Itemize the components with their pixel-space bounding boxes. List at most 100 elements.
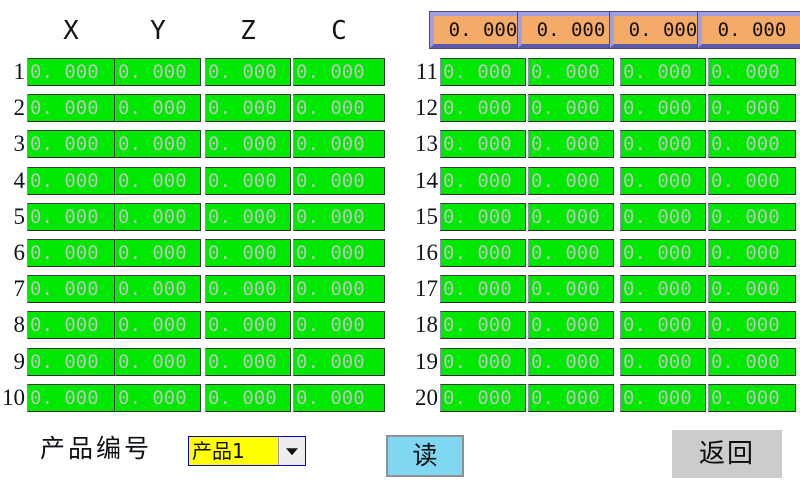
right-cell[interactable]: 0. 000 — [620, 94, 706, 122]
left-cell[interactable]: 0. 000 — [115, 239, 201, 267]
right-cell[interactable]: 0. 000 — [708, 130, 796, 158]
left-cell[interactable]: 0. 000 — [27, 384, 115, 412]
left-cell[interactable]: 0. 000 — [293, 130, 385, 158]
right-cell[interactable]: 0. 000 — [528, 311, 614, 339]
right-cell[interactable]: 0. 000 — [708, 311, 796, 339]
column-header-c: C — [331, 16, 347, 46]
right-cell[interactable]: 0. 000 — [708, 275, 796, 303]
left-cell[interactable]: 0. 000 — [115, 348, 201, 376]
left-cell[interactable]: 0. 000 — [293, 275, 385, 303]
left-cell[interactable]: 0. 000 — [205, 203, 291, 231]
back-button[interactable]: 返回 — [672, 430, 782, 478]
left-cell[interactable]: 0. 000 — [205, 275, 291, 303]
left-cell[interactable]: 0. 000 — [205, 130, 291, 158]
right-cell[interactable]: 0. 000 — [620, 384, 706, 412]
right-cell[interactable]: 0. 000 — [708, 384, 796, 412]
right-row-label: 14 — [415, 168, 438, 193]
right-cell[interactable]: 0. 000 — [708, 203, 796, 231]
right-cell[interactable]: 0. 000 — [528, 348, 614, 376]
left-cell[interactable]: 0. 000 — [27, 275, 115, 303]
right-cell[interactable]: 0. 000 — [528, 384, 614, 412]
left-cell[interactable]: 0. 000 — [205, 239, 291, 267]
right-cell[interactable]: 0. 000 — [440, 384, 526, 412]
left-cell[interactable]: 0. 000 — [293, 348, 385, 376]
right-cell[interactable]: 0. 000 — [528, 203, 614, 231]
right-cell[interactable]: 0. 000 — [528, 239, 614, 267]
left-cell[interactable]: 0. 000 — [115, 167, 201, 195]
right-cell[interactable]: 0. 000 — [440, 348, 526, 376]
left-cell[interactable]: 0. 000 — [115, 275, 201, 303]
right-cell[interactable]: 0. 000 — [528, 275, 614, 303]
left-cell[interactable]: 0. 000 — [293, 94, 385, 122]
product-select[interactable]: 产品1 — [188, 436, 306, 466]
left-cell[interactable]: 0. 000 — [27, 311, 115, 339]
right-cell[interactable]: 0. 000 — [440, 130, 526, 158]
right-cell[interactable]: 0. 000 — [708, 94, 796, 122]
right-row-label: 13 — [415, 131, 438, 156]
right-cell[interactable]: 0. 000 — [708, 167, 796, 195]
left-cell[interactable]: 0. 000 — [115, 130, 201, 158]
right-cell[interactable]: 0. 000 — [620, 130, 706, 158]
right-cell[interactable]: 0. 000 — [528, 94, 614, 122]
column-header-y: Y — [150, 16, 166, 46]
right-cell[interactable]: 0. 000 — [708, 348, 796, 376]
right-cell[interactable]: 0. 000 — [528, 130, 614, 158]
chevron-down-icon[interactable] — [278, 437, 305, 465]
readout-c[interactable]: 0. 000 — [697, 11, 800, 49]
left-cell[interactable]: 0. 000 — [27, 58, 115, 86]
left-cell[interactable]: 0. 000 — [205, 167, 291, 195]
left-cell[interactable]: 0. 000 — [27, 94, 115, 122]
left-row-label: 5 — [13, 204, 26, 229]
left-cell[interactable]: 0. 000 — [115, 311, 201, 339]
left-row-label: 1 — [13, 59, 26, 84]
right-cell[interactable]: 0. 000 — [440, 239, 526, 267]
right-cell[interactable]: 0. 000 — [528, 167, 614, 195]
right-cell[interactable]: 0. 000 — [620, 348, 706, 376]
right-cell[interactable]: 0. 000 — [620, 203, 706, 231]
right-cell[interactable]: 0. 000 — [440, 167, 526, 195]
right-cell[interactable]: 0. 000 — [440, 203, 526, 231]
left-cell[interactable]: 0. 000 — [205, 384, 291, 412]
left-cell[interactable]: 0. 000 — [115, 94, 201, 122]
right-row-label: 20 — [415, 385, 438, 410]
right-cell[interactable]: 0. 000 — [620, 275, 706, 303]
column-header-z: Z — [240, 16, 256, 46]
left-cell[interactable]: 0. 000 — [27, 348, 115, 376]
left-cell[interactable]: 0. 000 — [115, 203, 201, 231]
left-cell[interactable]: 0. 000 — [27, 130, 115, 158]
left-cell[interactable]: 0. 000 — [293, 58, 385, 86]
left-cell[interactable]: 0. 000 — [27, 239, 115, 267]
right-cell[interactable]: 0. 000 — [620, 311, 706, 339]
left-cell[interactable]: 0. 000 — [27, 167, 115, 195]
right-row-label: 12 — [415, 95, 438, 120]
right-cell[interactable]: 0. 000 — [708, 58, 796, 86]
left-cell[interactable]: 0. 000 — [205, 58, 291, 86]
right-cell[interactable]: 0. 000 — [440, 94, 526, 122]
right-cell[interactable]: 0. 000 — [440, 275, 526, 303]
left-cell[interactable]: 0. 000 — [115, 58, 201, 86]
product-select-value: 产品1 — [192, 439, 245, 463]
left-cell[interactable]: 0. 000 — [115, 384, 201, 412]
right-row-label: 18 — [415, 312, 438, 337]
right-cell[interactable]: 0. 000 — [440, 311, 526, 339]
right-cell[interactable]: 0. 000 — [440, 58, 526, 86]
right-cell[interactable]: 0. 000 — [620, 167, 706, 195]
right-cell[interactable]: 0. 000 — [620, 58, 706, 86]
left-cell[interactable]: 0. 000 — [293, 384, 385, 412]
left-row-label: 6 — [13, 240, 26, 265]
left-cell[interactable]: 0. 000 — [293, 203, 385, 231]
left-cell[interactable]: 0. 000 — [205, 94, 291, 122]
right-cell[interactable]: 0. 000 — [620, 239, 706, 267]
right-cell[interactable]: 0. 000 — [708, 239, 796, 267]
left-cell[interactable]: 0. 000 — [27, 203, 115, 231]
left-cell[interactable]: 0. 000 — [293, 239, 385, 267]
read-button[interactable]: 读 — [386, 435, 464, 477]
left-cell[interactable]: 0. 000 — [205, 311, 291, 339]
readout-y[interactable]: 0. 000 — [517, 11, 625, 49]
right-cell[interactable]: 0. 000 — [528, 58, 614, 86]
left-cell[interactable]: 0. 000 — [205, 348, 291, 376]
left-cell[interactable]: 0. 000 — [293, 167, 385, 195]
product-number-label: 产品编号 — [40, 434, 153, 463]
left-cell[interactable]: 0. 000 — [293, 311, 385, 339]
